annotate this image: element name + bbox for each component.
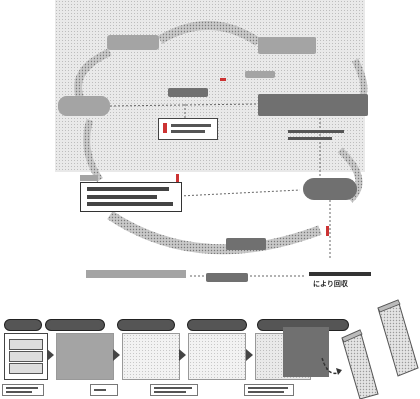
text-line — [171, 130, 205, 133]
crushed-material-image — [122, 333, 180, 380]
cycle-mid-pill — [206, 273, 248, 282]
caption-text: により回収 — [313, 279, 348, 289]
drawer — [9, 351, 43, 362]
accent-marker — [163, 123, 167, 133]
process-arrow-icon — [179, 349, 186, 361]
process-arrow-icon — [113, 349, 120, 361]
bottom-right-caption: により回収 — [309, 271, 371, 289]
cycle-tag — [245, 71, 275, 78]
cycle-node-top-left — [107, 35, 159, 50]
text-line — [87, 195, 157, 199]
cycle-tag — [168, 88, 208, 97]
mid-info-box — [80, 182, 182, 212]
step-header-1 — [4, 319, 42, 331]
bottom-left-caption — [86, 270, 186, 278]
right-note — [288, 128, 358, 148]
sorted-material-image — [188, 333, 246, 380]
materials-pile-image — [56, 333, 114, 380]
step-caption-2 — [90, 384, 118, 396]
step-header-3 — [117, 319, 175, 331]
cycle-center-text — [160, 43, 258, 65]
text-line — [87, 187, 169, 191]
drawer — [9, 339, 43, 350]
step-header-2 — [45, 319, 105, 331]
text-line — [309, 272, 371, 276]
cycle-node-right-lower — [303, 178, 357, 200]
step-caption-3 — [150, 384, 198, 396]
cycle-node-top-right — [258, 37, 316, 54]
cycle-node-right — [258, 94, 368, 116]
cabinet-image — [4, 333, 48, 380]
drawer — [9, 363, 43, 374]
info-box — [158, 118, 218, 140]
process-arrow-icon — [47, 349, 54, 361]
process-arrow-icon — [246, 349, 253, 361]
step-caption-1 — [2, 384, 44, 396]
rod-products-image — [320, 298, 420, 399]
step-header-4 — [187, 319, 247, 331]
cycle-bottom-pill — [226, 238, 266, 250]
cycle-node-left — [58, 96, 110, 116]
mid-box-tag — [80, 175, 98, 181]
text-line — [288, 137, 332, 140]
text-line — [171, 124, 211, 127]
text-line — [87, 202, 173, 206]
step-caption-4 — [244, 384, 294, 396]
text-line — [288, 130, 344, 133]
